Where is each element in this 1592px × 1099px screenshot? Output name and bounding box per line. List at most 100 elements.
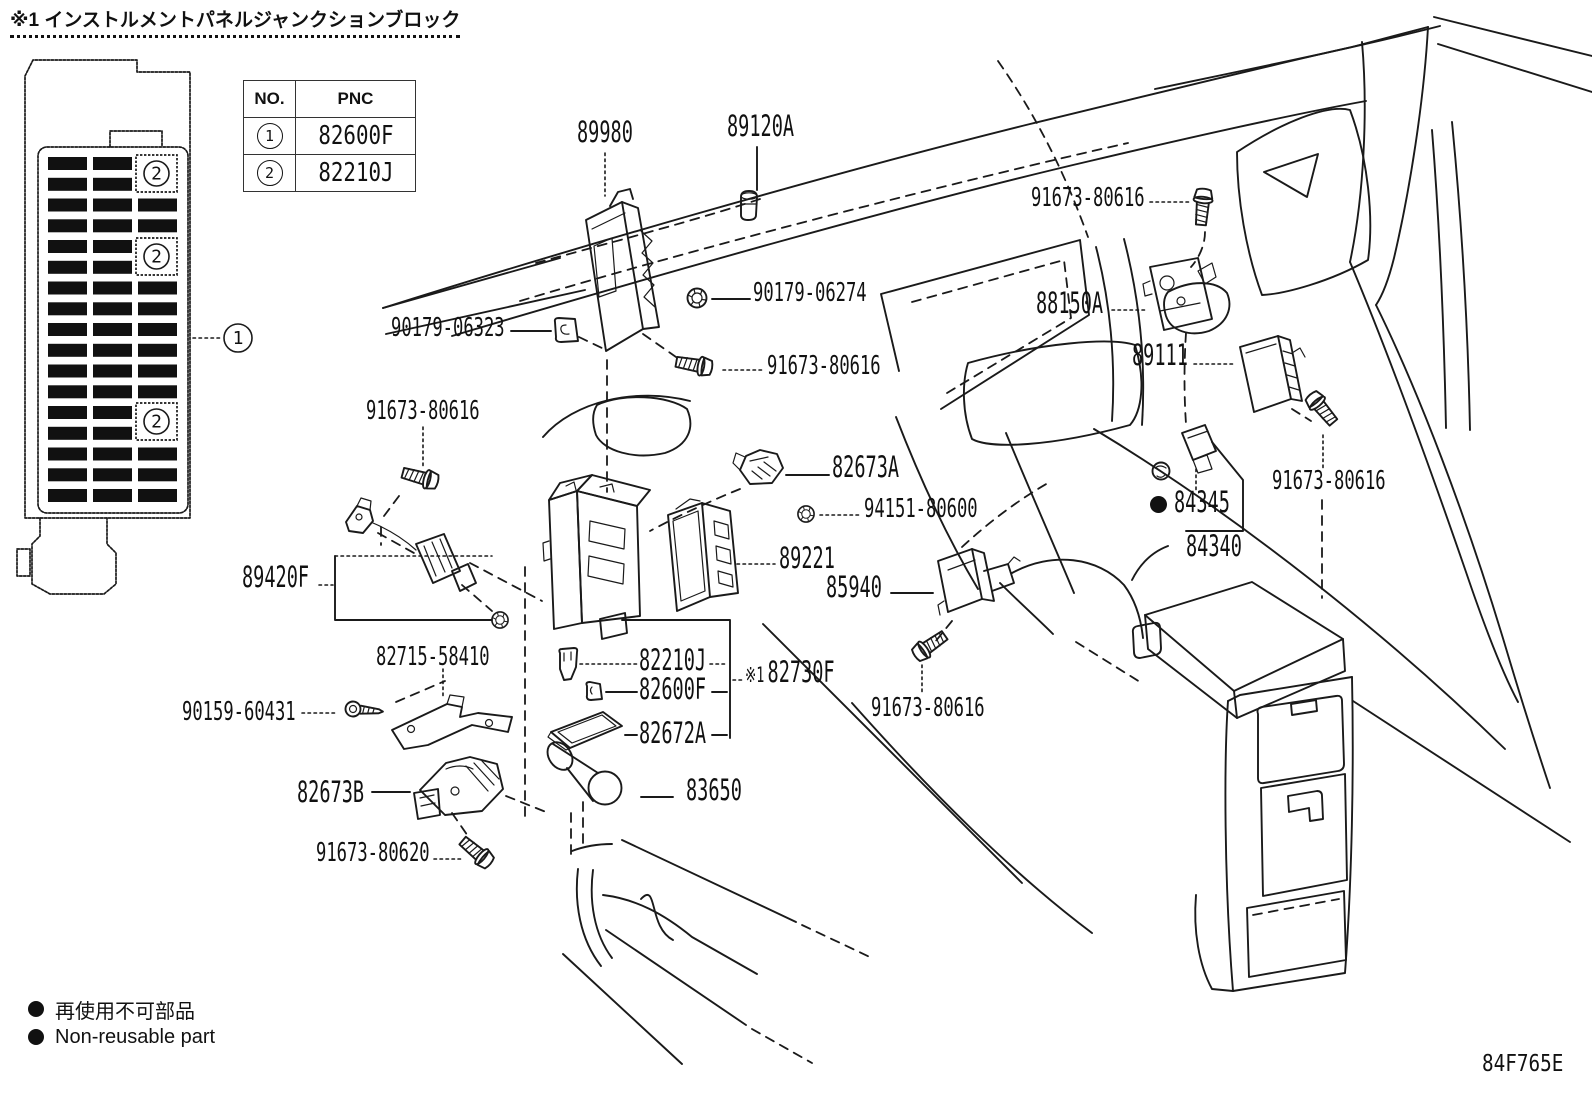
part-number-label: 82672A — [639, 716, 707, 750]
fuse-cell — [138, 198, 177, 212]
fuse-cell — [93, 426, 132, 440]
pnc-table-col-no: NO. — [243, 80, 296, 118]
part-number-label: 88150A — [1036, 286, 1104, 320]
pnc-table: NO. PNC 1 82600F 2 82210J — [243, 80, 416, 192]
non-reusable-dot-icon — [1150, 496, 1167, 513]
component-junction-block-82730f — [542, 474, 651, 640]
part-number-label: 89221 — [779, 541, 835, 575]
part-number-label: 89420F — [242, 560, 310, 594]
part-number-label: 89120A — [727, 109, 795, 143]
fuse-cell — [48, 406, 87, 419]
fuse-cell — [138, 385, 177, 399]
legend-row-en: Non-reusable part — [28, 1023, 215, 1051]
callout-number: 1 — [233, 328, 244, 349]
fuse-cell — [138, 447, 177, 461]
component-sensor-bracket-89420f — [345, 497, 509, 629]
circled-number — [143, 160, 170, 187]
part-number-label: 91673-80616 — [366, 396, 480, 426]
fuse-cell — [48, 302, 87, 316]
junction-block-note: ※1 インストルメントパネルジャンクションブロック — [10, 5, 461, 38]
pnc-table-row: 1 82600F — [243, 117, 416, 155]
legend: 再使用不可部品 Non-reusable part — [28, 995, 215, 1051]
component-sensor-84345 — [1151, 424, 1217, 481]
component-grommet-89120a — [740, 190, 758, 221]
part-number-label: 90179-06323 — [391, 313, 505, 343]
fuse-cell — [93, 364, 132, 378]
fuse-cell — [48, 177, 87, 191]
part-number-label: 89111 — [1132, 338, 1188, 372]
part-number-label: 90159-60431 — [182, 697, 296, 727]
fuse-cell — [93, 406, 132, 419]
component-clip-82673a — [732, 449, 784, 485]
fuse-cell — [48, 240, 87, 253]
fuse-cell — [48, 281, 87, 295]
part-number-label: 91673-80620 — [316, 838, 430, 868]
component-transmitter-83650 — [546, 741, 623, 806]
part-number-label: 82673A — [832, 450, 900, 484]
fuse-cell — [48, 426, 87, 440]
fuse-cell — [93, 157, 132, 170]
pnc-table-col-pnc: PNC — [295, 80, 416, 118]
part-number-label: 89980 — [577, 115, 633, 149]
fuse-cell — [93, 219, 132, 233]
leader-lines — [192, 146, 1324, 860]
fuse-cell — [93, 302, 132, 316]
marker-number: 2 — [151, 247, 162, 268]
fuse-cell — [93, 260, 132, 274]
part-number-label: 82600F — [639, 672, 707, 706]
circled-number: 1 — [256, 123, 283, 149]
fuse-grid — [48, 157, 177, 502]
fuse-cell — [93, 489, 132, 502]
fuse-cell — [138, 489, 177, 502]
fuse-cell — [48, 364, 87, 378]
marker-number: 2 — [151, 164, 162, 185]
component-servo-88150a — [1142, 257, 1217, 331]
fuse-cell — [138, 323, 177, 336]
fuse-cell — [48, 157, 87, 170]
fuse-cell — [138, 302, 177, 316]
fuse-cell — [48, 447, 87, 461]
part-number-label: 83650 — [686, 773, 742, 807]
part-number-label: 82715-58410 — [376, 642, 490, 672]
part-number-label: 91673-80616 — [1031, 183, 1145, 213]
pnc-table-row: 2 82210J — [243, 154, 416, 192]
fuse-cell — [93, 240, 132, 253]
pnc-table-header-row: NO. PNC — [243, 80, 416, 118]
part-number-label: 90179-06274 — [753, 278, 867, 308]
part-number-label: 84345 — [1174, 485, 1230, 519]
circled-number — [223, 323, 253, 353]
component-clip-82600f — [585, 681, 603, 701]
marker-number: 2 — [151, 412, 162, 433]
legend-row-jp: 再使用不可部品 — [28, 995, 215, 1023]
part-number-label: 82210J — [639, 643, 707, 677]
part-number-label: 84340 — [1186, 529, 1242, 563]
fuse-cell — [93, 468, 132, 482]
non-reusable-dot-icon — [28, 1001, 44, 1017]
fuse-cell — [138, 468, 177, 482]
fuse-cell — [138, 219, 177, 233]
fuse-cell — [93, 323, 132, 336]
component-bracket-82715-58410 — [391, 694, 513, 750]
fuse-cell — [93, 177, 132, 191]
component-fuse-82210j — [558, 647, 579, 681]
circled-number: 2 — [256, 160, 283, 186]
fuse-cell — [48, 468, 87, 482]
fusebox-illustration: 2 2 2 1 — [16, 59, 253, 595]
fuse-cell — [93, 447, 132, 461]
fuse-cell — [93, 385, 132, 399]
fuse-cell — [93, 198, 132, 212]
circled-number — [143, 243, 170, 270]
part-number-label: 91673-80616 — [871, 693, 985, 723]
pnc-value: 82600F — [317, 121, 394, 151]
reference-mark: ※1 — [745, 663, 765, 687]
fuse-cell — [138, 281, 177, 295]
fuse-cell — [48, 385, 87, 399]
fuse-cell — [93, 281, 132, 295]
component-ecu-89111 — [1239, 335, 1306, 413]
component-ecu-89221 — [667, 498, 739, 612]
part-number-label: 94151-80600 — [864, 494, 978, 524]
